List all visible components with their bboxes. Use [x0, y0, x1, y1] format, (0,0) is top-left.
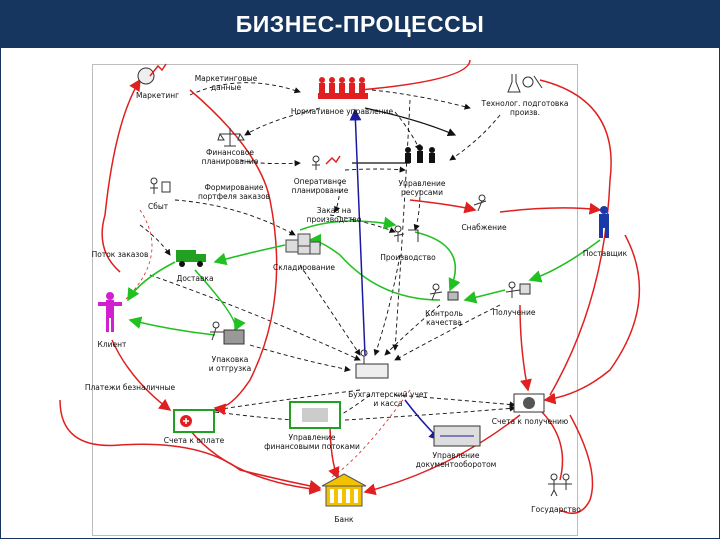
label-packing-1: Упаковка [212, 355, 249, 364]
supplier-icon [599, 206, 609, 238]
label-fin-flows-2: финансовыми потоками [264, 442, 360, 451]
resources-people-icon [405, 145, 435, 163]
quality-icon [429, 283, 459, 301]
label-storage: Складирование [273, 263, 335, 272]
label-normative: Нормативное управление [291, 107, 394, 116]
storage-boxes-icon [285, 233, 321, 255]
label-supply: Снабжение [461, 223, 507, 232]
label-production-order-2: производство [307, 215, 362, 224]
label-resources-2: ресурсами [401, 188, 443, 197]
label-fin-planning-1: Финансовое [206, 148, 254, 157]
label-marketing: Маркетинг [136, 91, 179, 100]
page-title: БИЗНЕС-ПРОЦЕССЫ [235, 10, 485, 37]
label-op-planning-1: Оперативное [294, 177, 347, 186]
solid-black-flows [352, 107, 457, 164]
normative-people-icon [318, 77, 368, 99]
label-client: Клиент [98, 340, 128, 349]
label-delivery: Доставка [176, 274, 213, 283]
node-labels: Маркетинг Маркетинговые данные Нормативн… [85, 74, 628, 524]
label-invoice-pay: Счета к оплате [164, 436, 225, 445]
bank-icon [321, 473, 367, 507]
label-cashless: Платежи безналичные [85, 383, 176, 392]
label-tech-prep-1: Технолог. подготовка [481, 99, 569, 108]
label-tech-prep-2: произв. [510, 108, 540, 117]
label-resources-1: Управление [398, 179, 445, 188]
label-portfolio-1: Формирование [204, 183, 263, 192]
client-icon [98, 292, 122, 332]
sales-icon [150, 177, 171, 194]
diagram-frame [92, 64, 578, 536]
label-fin-flows-1: Управление [288, 433, 335, 442]
label-accounting-2: и касса [373, 399, 402, 408]
label-marketing-data-2: данные [211, 83, 242, 92]
operative-planning-icon [312, 155, 341, 170]
label-quality-1: Контроль [425, 309, 463, 318]
label-packing-2: и отгрузка [209, 364, 251, 373]
truck-icon [176, 250, 206, 267]
invoice-pay-icon [173, 409, 215, 433]
lab-flask-icon [507, 74, 543, 93]
label-portfolio-2: портфеля заказов [198, 192, 270, 201]
supply-icon [473, 194, 487, 212]
label-op-planning-2: планирование [292, 186, 349, 195]
fin-flows-icon [289, 401, 341, 429]
label-state: Государство [531, 505, 581, 514]
production-icon [393, 225, 419, 242]
accounting-icon [355, 349, 389, 379]
label-quality-2: качества [426, 318, 462, 327]
info-flows [139, 82, 516, 424]
label-supplier: Поставщик [583, 249, 628, 258]
label-orders: Поток заказов [92, 250, 149, 259]
invoice-recv-icon [513, 393, 545, 413]
label-fin-planning-2: планирование [202, 157, 259, 166]
docflow-icon [433, 425, 481, 447]
label-production: Производство [380, 253, 436, 262]
label-sales: Сбыт [148, 202, 169, 211]
label-receiving: Получение [493, 308, 536, 317]
state-icon [548, 473, 572, 497]
label-invoice-recv: Счета к получению [492, 417, 568, 426]
money-flows [59, 59, 641, 515]
receiving-icon [505, 281, 531, 298]
page-header: БИЗНЕС-ПРОЦЕССЫ [0, 0, 720, 48]
label-marketing-data-1: Маркетинговые [195, 74, 258, 83]
label-docflow-2: документооборотом [416, 460, 497, 469]
label-docflow-1: Управление [432, 451, 479, 460]
marketing-icon [137, 63, 167, 85]
label-bank: Банк [334, 515, 354, 524]
label-accounting-1: Бухгалтерский учет [348, 390, 428, 399]
packing-icon [210, 321, 245, 345]
scales-icon [217, 128, 245, 147]
label-production-order-1: Заказ на [317, 206, 351, 215]
